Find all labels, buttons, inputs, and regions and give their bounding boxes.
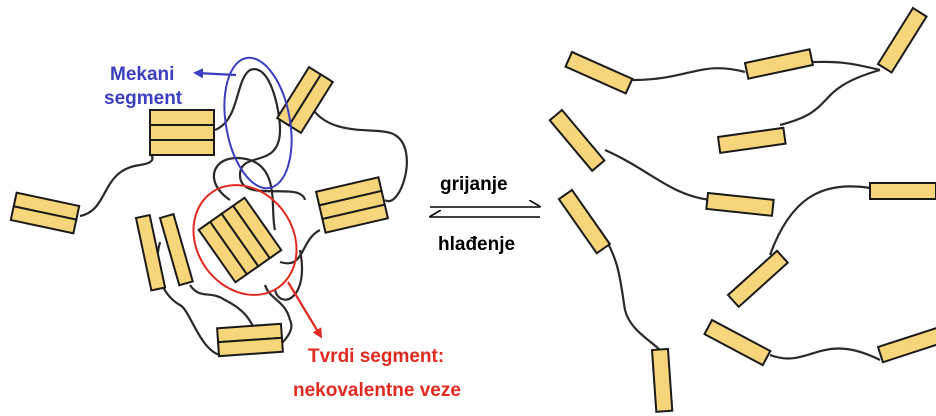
chain <box>810 62 880 70</box>
soft-segment-label-line1: Mekani <box>110 64 174 85</box>
chain <box>605 150 710 200</box>
equilibrium-arrows <box>430 207 540 217</box>
hard-segment-label-line1: Tvrdi segment: <box>308 346 444 367</box>
hard-segment-label-line2: nekovalentne veze <box>293 380 461 401</box>
hard-block-pair <box>136 214 193 290</box>
chain <box>770 349 880 360</box>
chain <box>770 186 870 255</box>
hard-block-stack <box>316 177 388 232</box>
chain <box>157 242 220 355</box>
hard-segment-arrow <box>288 282 320 335</box>
hard-block <box>550 110 605 171</box>
hard-block <box>878 8 927 72</box>
chain <box>80 150 153 216</box>
hard-block <box>718 128 786 153</box>
cooling-label: hlađenje <box>438 234 515 255</box>
hard-block <box>704 320 770 365</box>
hard-block-stack <box>11 193 79 234</box>
chain <box>600 230 660 350</box>
hard-block <box>878 327 936 363</box>
hard-block-stack <box>199 198 282 283</box>
chain <box>632 68 745 80</box>
heating-label: grijanje <box>440 174 508 195</box>
chain <box>190 285 255 330</box>
hard-block <box>652 349 672 412</box>
hard-block <box>559 190 610 253</box>
hard-block <box>745 49 813 78</box>
hard-block <box>870 183 936 199</box>
hard-block <box>706 193 773 216</box>
hard-block <box>565 52 632 93</box>
hard-blocks-network <box>11 67 388 356</box>
chain <box>780 70 880 125</box>
hard-block <box>728 251 788 307</box>
hard-block-stack <box>217 324 283 356</box>
soft-segment-label-line2: segment <box>104 88 183 109</box>
chain <box>280 230 320 263</box>
hard-block-stack <box>150 110 214 155</box>
